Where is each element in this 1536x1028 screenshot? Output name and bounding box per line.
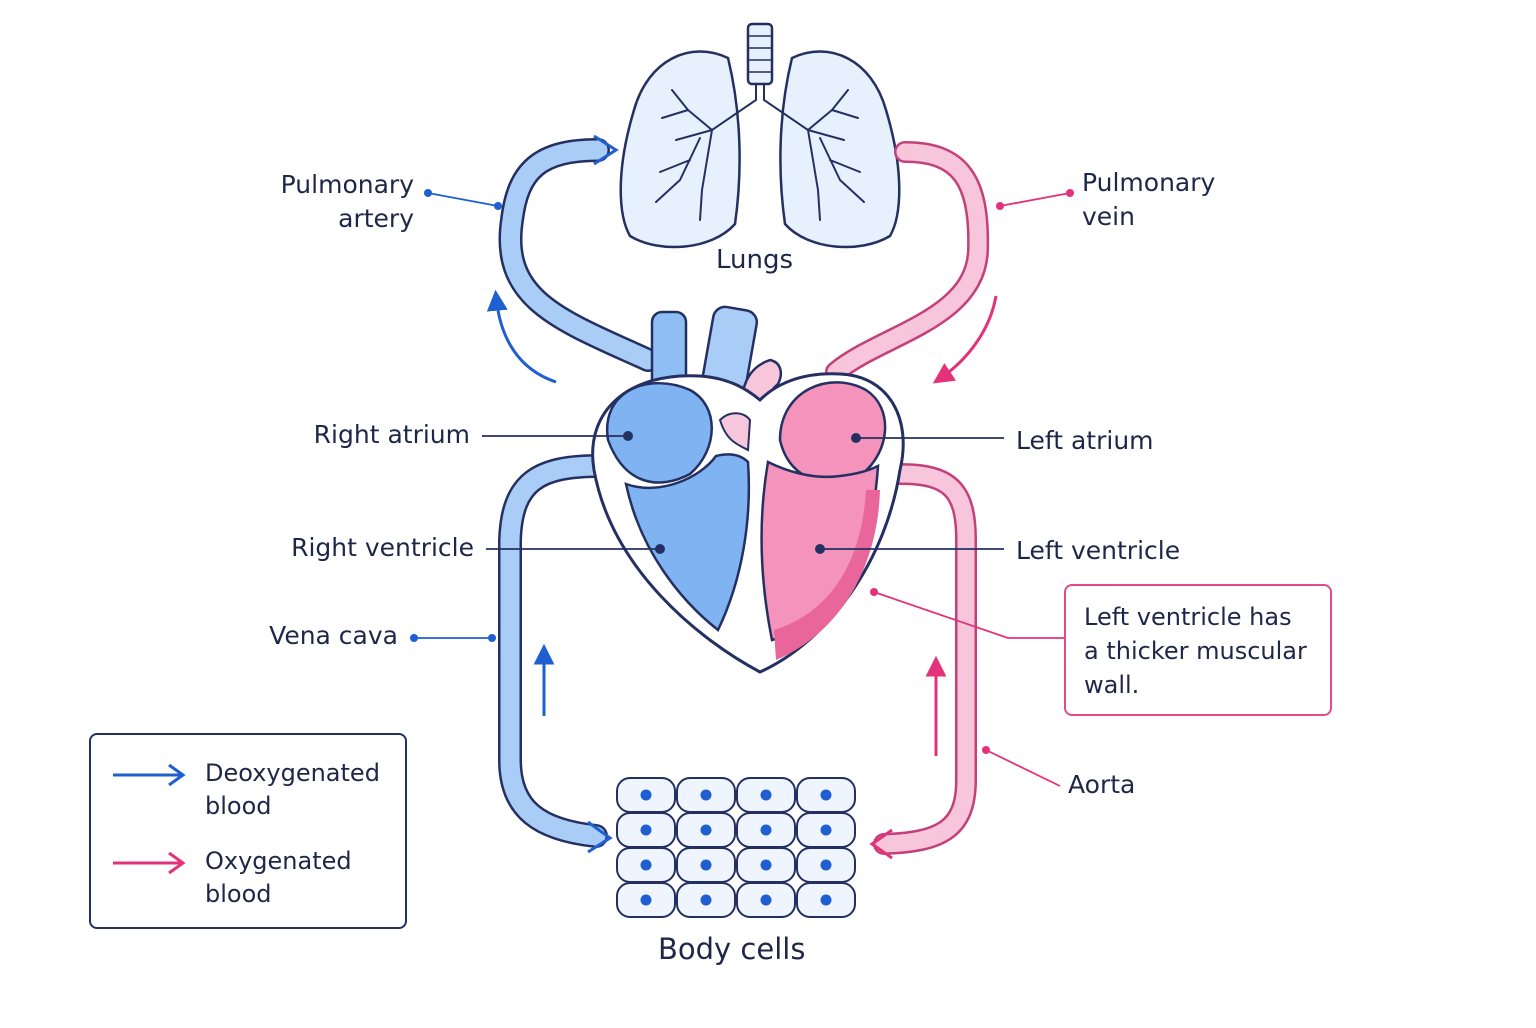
flow-arrow-to-lungs [486,289,557,384]
right-ventricle-label: Right ventricle [291,533,474,562]
cell-nucleus [640,894,652,906]
cell-nucleus [820,894,832,906]
left-ventricle-note: Left ventricle has a thicker muscular wa… [1064,584,1332,716]
left-lung [619,50,741,249]
right-atrium [605,381,713,484]
vena-cava-label: Vena cava [269,621,398,650]
legend-deoxygenated: Deoxygenated blood [205,759,380,820]
right-ventricle [624,453,751,632]
trachea [746,22,774,86]
cell-nucleus [760,789,772,801]
heart-illustration [591,305,905,674]
cell-nucleus [700,859,712,871]
deoxygenated-arrow-icon [113,763,186,787]
left-atrium-label: Left atrium [1016,426,1154,455]
cell-nucleus [820,859,832,871]
pulmonary-vein-label: Pulmonary vein [1082,168,1216,231]
body-cells-label: Body cells [658,932,806,966]
left-ventricle-wall [774,490,880,660]
vessel-pulmonary-vein [825,141,990,383]
right-lung [779,50,901,249]
cell-nucleus [640,824,652,836]
legend: Deoxygenated blood Oxygenated blood [89,733,407,929]
cell-nucleus [760,824,772,836]
lungs-illustration [619,22,901,249]
cell-nucleus [760,859,772,871]
cell-nucleus [760,894,772,906]
aorta-label: Aorta [1068,770,1136,799]
oxygenated-arrow-icon [113,851,186,875]
cell-nucleus [700,894,712,906]
vessel-aorta [869,463,977,860]
cell-nucleus [640,789,652,801]
legend-oxygenated: Oxygenated blood [205,847,352,908]
vessel-vena-cava [498,454,613,854]
left-ventricle-label: Left ventricle [1016,536,1181,565]
cell-nucleus [700,824,712,836]
flow-arrow-from-lungs [932,295,998,384]
lungs-label: Lungs [716,245,794,275]
body-cells-grid [616,777,856,918]
pulmonary-artery-label: Pulmonary artery [280,170,414,233]
cell-nucleus [640,859,652,871]
right-atrium-label: Right atrium [313,420,470,449]
cell-nucleus [700,789,712,801]
left-atrium [778,381,887,484]
leader-lines [410,189,1074,787]
vessel-pulmonary-artery [498,134,660,372]
cell-nucleus [820,789,832,801]
bronchi [655,83,865,221]
cell-nucleus [820,824,832,836]
